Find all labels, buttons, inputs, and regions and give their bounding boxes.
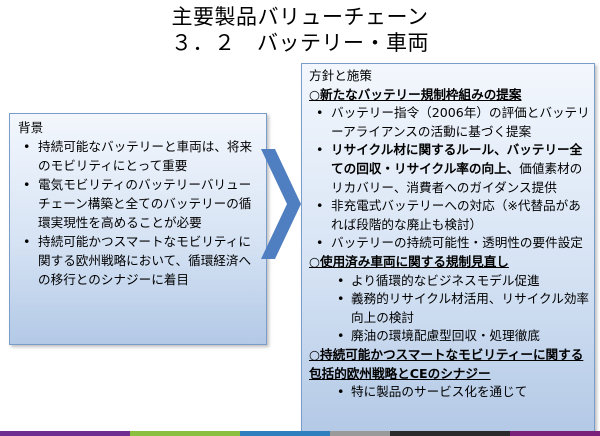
background-bullet: 電気モビリティのバッテリーバリューチェーン構築と全てのバッテリーの循環実現性を高…: [18, 175, 260, 232]
policy-bullet: バッテリー指令（2006年）の評価とバッテリーアライアンスの活動に基づく提案: [309, 104, 590, 141]
bar-segment: [510, 431, 600, 436]
end-of-life-vehicles-list: より循環的なビジネスモデル促進 義務的リサイクル材活用、リサイクル効率向上の検討…: [309, 272, 590, 346]
bottom-color-bar: [0, 431, 600, 436]
section-title-end-of-life-vehicles: ○使用済み車両に関する規制見直し: [309, 253, 509, 269]
policy-bullet-bold: リサイクル材に関するルール、バッテリー全ての回収・リサイクル率の向上、: [331, 142, 583, 176]
policy-bullet-rest: 価値素材のリカバリー、消費者へのガイダンス提供: [331, 160, 583, 195]
bar-segment: [0, 431, 130, 436]
bar-segment: [240, 431, 330, 436]
background-box: 背景 持続可能なバッテリーと車両は、将来のモビリティにとって重要 電気モビリティ…: [9, 113, 267, 345]
bar-segment: [130, 431, 240, 436]
policy-bullet: より循環的なビジネスモデル促進: [309, 272, 590, 291]
background-list: 持続可能なバッテリーと車両は、将来のモビリティにとって重要 電気モビリティのバッ…: [18, 137, 260, 289]
slide-subtitle: ３．２ バッテリー・車両: [171, 31, 429, 55]
policy-bullet: 義務的リサイクル材活用、リサイクル効率向上の検討: [309, 290, 590, 327]
background-heading: 背景: [18, 120, 44, 135]
policy-bullet: 廃油の環境配慮型回収・処理徹底: [309, 327, 590, 346]
section-title-battery-regulation: ○新たなバッテリー規制枠組みの提案: [309, 86, 522, 102]
mobility-strategy-list: 特に製品のサービス化を通じて: [309, 383, 590, 402]
policy-heading: 方針と施策: [309, 68, 372, 83]
slide-title: 主要製品バリューチェーン: [171, 5, 429, 29]
policy-box: 方針と施策 ○新たなバッテリー規制枠組みの提案 バッテリー指令（2006年）の評…: [301, 63, 595, 433]
bar-segment: [330, 431, 390, 436]
bar-segment: [390, 431, 510, 436]
chevron-arrow-icon: [261, 149, 301, 259]
policy-bullet: バッテリーの持続可能性・透明性の要件設定: [309, 234, 590, 253]
background-bullet: 持続可能かつスマートなモビリティに関する欧州戦略において、循環経済への移行とのシ…: [18, 232, 260, 289]
policy-bullet: 非充電式バッテリーへの対応（※代替品があれば段階的な廃止も検討）: [309, 197, 590, 234]
section-title-mobility-strategy: ○持続可能かつスマートなモビリティーに関する包括的欧州戦略とCEのシナジー: [309, 346, 584, 381]
battery-regulation-list: バッテリー指令（2006年）の評価とバッテリーアライアンスの活動に基づく提案 リ…: [309, 104, 590, 253]
policy-bullet: 特に製品のサービス化を通じて: [309, 383, 590, 402]
policy-bullet: リサイクル材に関するルール、バッテリー全ての回収・リサイクル率の向上、価値素材の…: [309, 141, 590, 197]
background-bullet: 持続可能なバッテリーと車両は、将来のモビリティにとって重要: [18, 137, 260, 175]
